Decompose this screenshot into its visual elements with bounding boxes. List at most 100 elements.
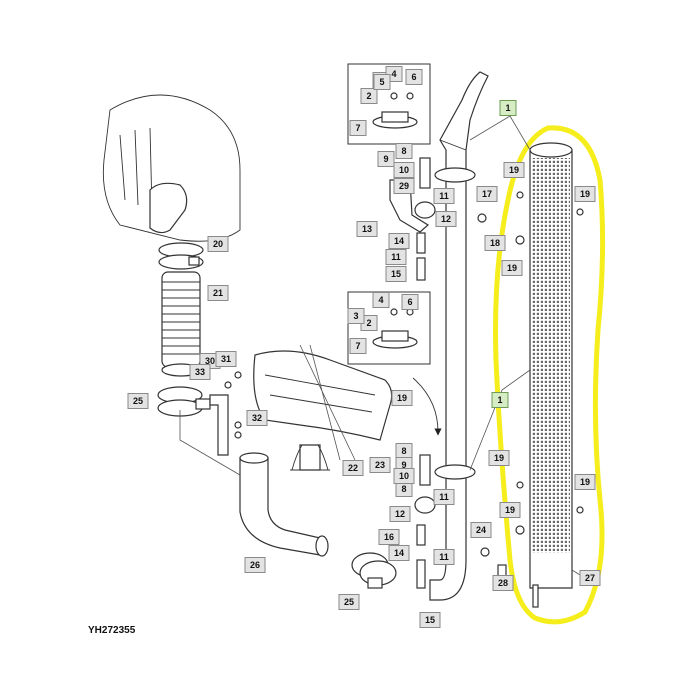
callout-number: 3 — [353, 311, 358, 321]
clamp-part-25-bottom — [351, 552, 397, 589]
callout-box — [189, 364, 211, 380]
callout-10: 10 — [393, 162, 415, 178]
callout-box — [360, 88, 378, 104]
callout-box — [488, 450, 510, 466]
callout-number: 7 — [355, 123, 360, 133]
callout-number: 25 — [344, 597, 354, 607]
callout-number: 30 — [205, 356, 215, 366]
callout-16: 16 — [378, 529, 400, 545]
callout-number: 7 — [355, 341, 360, 351]
callout-box — [385, 249, 407, 265]
callout-number: 26 — [250, 560, 260, 570]
callout-24: 24 — [470, 522, 492, 538]
callout-number: 4 — [391, 69, 396, 79]
callout-number: 10 — [399, 165, 409, 175]
callout-15: 15 — [419, 612, 441, 628]
callout-number: 27 — [585, 573, 595, 583]
callout-19: 19 — [391, 390, 413, 406]
callout-number: 25 — [133, 396, 143, 406]
callout-number: 10 — [399, 471, 409, 481]
callout-number: 28 — [498, 578, 508, 588]
callout-box — [356, 221, 378, 237]
callout-number: 24 — [476, 525, 486, 535]
callout-box — [435, 211, 457, 227]
callout-box — [246, 410, 268, 426]
callout-4: 4 — [372, 292, 390, 308]
callout-number: 9 — [383, 154, 388, 164]
callout-number: 11 — [439, 191, 449, 201]
callout-number: 9 — [401, 460, 406, 470]
callout-number: 11 — [439, 552, 449, 562]
callout-box — [215, 351, 237, 367]
callout-11: 11 — [433, 188, 455, 204]
callout-box — [347, 308, 365, 324]
elbow-pipe-part-26 — [239, 452, 329, 557]
callout-number: 33 — [195, 367, 205, 377]
callout-number: 11 — [439, 492, 449, 502]
callout-number: 20 — [213, 239, 223, 249]
callout-box — [207, 285, 229, 301]
callout-box — [391, 390, 413, 406]
callout-number: 1 — [505, 103, 510, 113]
flex-hose-part-21 — [161, 271, 201, 377]
heat-shield — [253, 350, 393, 471]
callout-8: 8 — [395, 143, 413, 159]
callout-box — [395, 143, 413, 159]
callout-number: 14 — [394, 236, 404, 246]
callout-number: 2 — [366, 91, 371, 101]
callout-11: 11 — [433, 489, 455, 505]
callout-box — [501, 260, 523, 276]
callout-number: 2 — [366, 318, 371, 328]
callout-box — [433, 549, 455, 565]
callout-23: 23 — [369, 457, 391, 473]
callout-box — [207, 236, 229, 252]
callout-31: 31 — [215, 351, 237, 367]
callout-2: 2 — [360, 315, 378, 331]
callout-box — [342, 460, 364, 476]
callout-15: 15 — [385, 266, 407, 282]
callout-box — [349, 120, 367, 136]
callout-number: 6 — [411, 72, 416, 82]
rotation-arrow — [412, 377, 442, 436]
callout-box — [499, 100, 517, 116]
callout-box — [492, 575, 514, 591]
callout-1: 1 — [491, 392, 509, 408]
callout-box — [373, 74, 391, 90]
callout-26: 26 — [244, 557, 266, 573]
callout-19: 19 — [501, 260, 523, 276]
callout-number: 1 — [497, 395, 502, 405]
callout-box — [369, 457, 391, 473]
callout-19: 19 — [574, 186, 596, 202]
callout-11: 11 — [385, 249, 407, 265]
callout-number: 15 — [391, 269, 401, 279]
callout-number: 19 — [580, 477, 590, 487]
callout-box — [574, 474, 596, 490]
callout-32: 32 — [246, 410, 268, 426]
callout-number: 31 — [221, 354, 231, 364]
callout-box — [579, 570, 601, 586]
figure-reference-code: YH272355 — [88, 625, 136, 636]
callout-19: 19 — [488, 450, 510, 466]
callout-6: 6 — [405, 69, 423, 85]
callout-number: 11 — [391, 252, 401, 262]
callout-box — [338, 594, 360, 610]
callout-19: 19 — [574, 474, 596, 490]
callout-box — [476, 186, 498, 202]
callout-14: 14 — [388, 233, 410, 249]
callout-number: 29 — [399, 181, 409, 191]
callout-5: 5 — [373, 74, 391, 90]
clamp-part-20 — [158, 242, 204, 270]
callout-box — [491, 392, 509, 408]
callout-number: 19 — [509, 165, 519, 175]
callout-12: 12 — [389, 506, 411, 522]
callout-box — [389, 506, 411, 522]
clamp-part-25-left — [157, 371, 242, 456]
callout-number: 19 — [397, 393, 407, 403]
callout-9: 9 — [377, 151, 395, 167]
callout-box — [388, 545, 410, 561]
callout-22: 22 — [342, 460, 364, 476]
callout-box — [393, 468, 415, 484]
callout-box — [378, 529, 400, 545]
callout-12: 12 — [435, 211, 457, 227]
callout-box — [401, 294, 419, 310]
